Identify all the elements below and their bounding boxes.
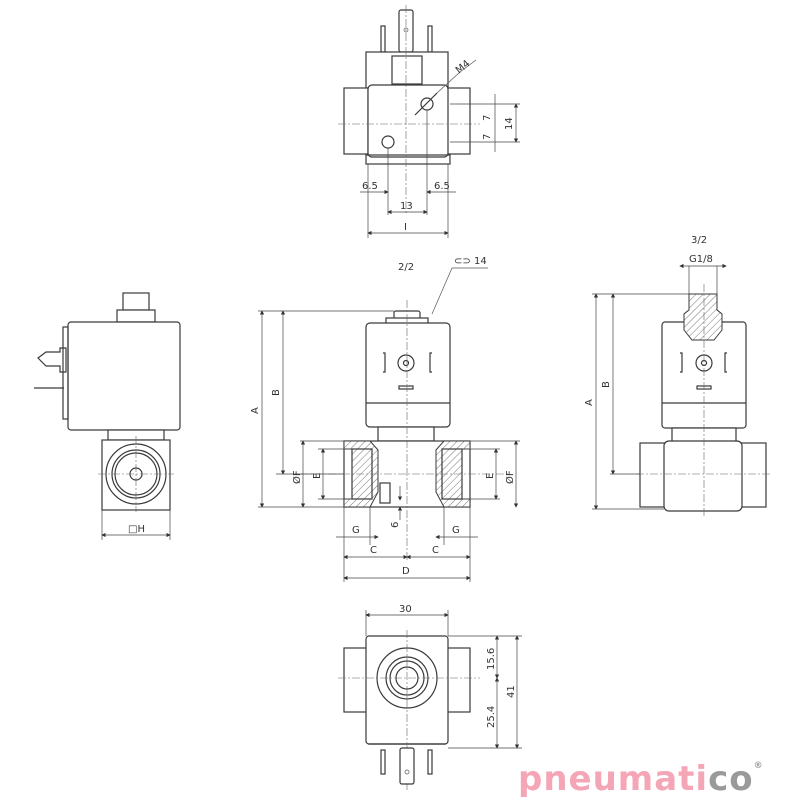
svg-text:A: A [250, 407, 261, 414]
svg-text:15.6: 15.6 [486, 648, 497, 670]
svg-text:C: C [432, 545, 439, 556]
wrench-icon: ⊂⊃ [454, 256, 471, 267]
svg-text:B: B [271, 389, 282, 396]
top-view: M4 7 7 14 6.5 6.5 13 I [338, 5, 520, 238]
svg-text:25.4: 25.4 [486, 706, 497, 728]
svg-text:A: A [584, 399, 595, 406]
svg-text:7: 7 [482, 134, 493, 140]
side-view: □H [34, 292, 181, 540]
logo-text-gray: co [708, 759, 754, 799]
front-view-2-2: 2/2 ⊂⊃ 14 A B [250, 256, 520, 582]
bottom-view: 30 15.6 25.4 41 [338, 604, 522, 790]
svg-text:6.5: 6.5 [362, 181, 378, 192]
svg-text:13: 13 [400, 201, 413, 212]
svg-text:C: C [370, 545, 377, 556]
front-view-3-2: 3/2 G1/8 A B [584, 235, 770, 518]
svg-text:D: D [402, 566, 410, 577]
view-title-2-2: 2/2 [398, 262, 414, 273]
registered-mark: ® [753, 761, 764, 771]
svg-text:7: 7 [482, 115, 493, 121]
svg-text:G: G [452, 525, 460, 536]
svg-text:6: 6 [390, 522, 401, 528]
svg-text:30: 30 [399, 604, 412, 615]
svg-text:G1/8: G1/8 [689, 254, 713, 265]
thread-label-m4: M4 [454, 58, 473, 76]
svg-text:E: E [312, 473, 323, 479]
view-title-3-2: 3/2 [691, 235, 707, 246]
svg-text:□H: □H [128, 524, 145, 535]
svg-text:6.5: 6.5 [434, 181, 450, 192]
svg-text:41: 41 [506, 685, 517, 698]
svg-text:ØF: ØF [291, 470, 303, 484]
svg-text:14: 14 [504, 117, 515, 130]
svg-text:E: E [485, 473, 496, 479]
svg-text:I: I [404, 222, 407, 233]
svg-text:ØF: ØF [504, 470, 516, 484]
logo-text-pink: pneumati [518, 759, 709, 799]
svg-text:14: 14 [474, 256, 487, 267]
svg-text:B: B [601, 381, 612, 388]
pneumatico-logo: pneumatico® [518, 759, 764, 799]
svg-text:G: G [352, 525, 360, 536]
